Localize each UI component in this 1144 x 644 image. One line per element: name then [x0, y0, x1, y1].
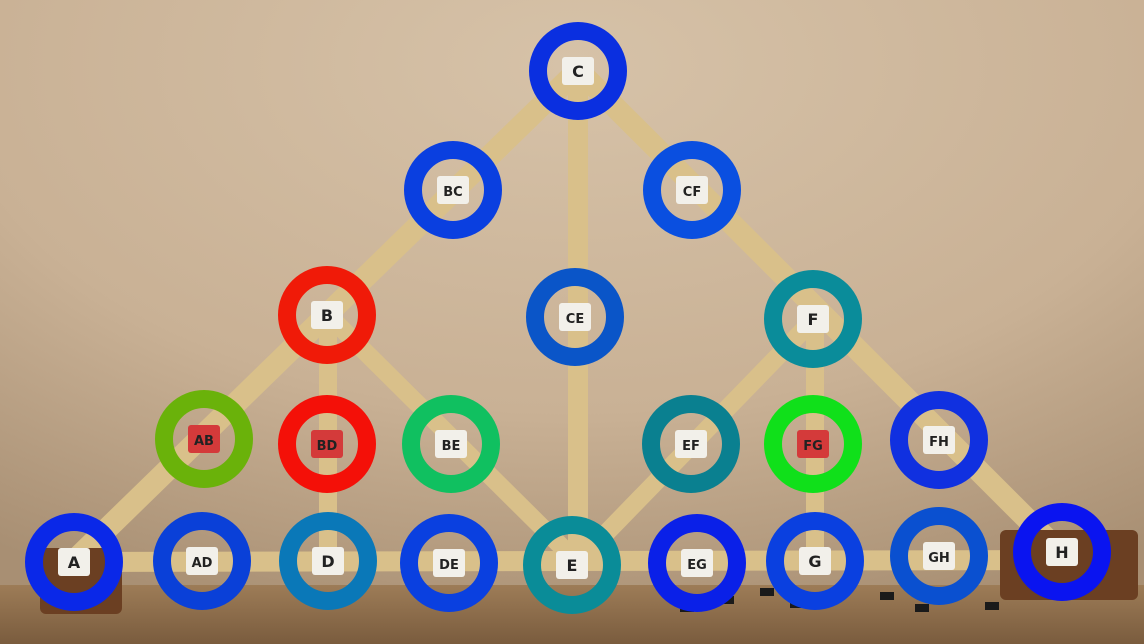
node-ring	[402, 395, 500, 493]
node-label: FH	[929, 435, 949, 450]
node-plate	[562, 57, 594, 85]
node-ring	[890, 507, 988, 605]
node-ring	[25, 513, 123, 611]
node-label: H	[1055, 543, 1068, 562]
node-label: C	[572, 62, 584, 81]
node-ab: AB	[155, 390, 253, 488]
node-label: AB	[194, 434, 214, 449]
node-label: G	[808, 552, 821, 571]
node-label: FG	[803, 439, 823, 454]
node-label: CE	[566, 312, 584, 327]
node-ring	[279, 512, 377, 610]
node-fg: FG	[764, 395, 862, 493]
node-d: D	[279, 512, 377, 610]
node-plate	[1046, 538, 1078, 566]
node-h: H	[1013, 503, 1111, 601]
node-cf: CF	[643, 141, 741, 239]
node-ring	[523, 516, 621, 614]
node-plate	[435, 430, 467, 458]
node-plate	[188, 425, 220, 453]
node-ring	[642, 395, 740, 493]
node-label: BE	[442, 439, 461, 454]
node-plate	[437, 176, 469, 204]
node-plate	[58, 548, 90, 576]
node-ring	[404, 141, 502, 239]
node-ring	[155, 390, 253, 488]
node-plate	[681, 549, 713, 577]
node-ring	[648, 514, 746, 612]
node-de: DE	[400, 514, 498, 612]
node-e: E	[523, 516, 621, 614]
node-plate	[676, 176, 708, 204]
node-ce: CE	[526, 268, 624, 366]
node-rings: C BC CF CE B F AB BD BE EF FG FH A AD D DE E EG G GH H	[25, 22, 1111, 614]
node-bd: BD	[278, 395, 376, 493]
node-label: A	[68, 553, 81, 572]
node-plate	[799, 547, 831, 575]
node-plate	[556, 551, 588, 579]
node-c: C	[529, 22, 627, 120]
node-be: BE	[402, 395, 500, 493]
node-ring	[153, 512, 251, 610]
node-label: EF	[682, 439, 700, 454]
node-eg: EG	[648, 514, 746, 612]
node-ring	[766, 512, 864, 610]
node-ring	[278, 395, 376, 493]
node-plate	[311, 301, 343, 329]
node-ring	[643, 141, 741, 239]
node-plate	[433, 549, 465, 577]
node-ring	[764, 270, 862, 368]
node-ring	[400, 514, 498, 612]
node-label: D	[321, 552, 334, 571]
node-label: DE	[439, 558, 459, 573]
node-plate	[923, 542, 955, 570]
node-label: BD	[317, 439, 338, 454]
node-label: GH	[928, 551, 950, 566]
node-plate	[797, 305, 829, 333]
node-label: AD	[192, 556, 213, 571]
node-plate	[923, 426, 955, 454]
node-bc: BC	[404, 141, 502, 239]
node-f: F	[764, 270, 862, 368]
node-plate	[311, 430, 343, 458]
node-label: BC	[443, 185, 462, 200]
node-ring	[890, 391, 988, 489]
node-ad: AD	[153, 512, 251, 610]
node-label: B	[321, 306, 333, 325]
node-label: E	[567, 556, 578, 575]
node-plate	[312, 547, 344, 575]
node-a: A	[25, 513, 123, 611]
node-label: F	[808, 310, 819, 329]
node-plate	[559, 303, 591, 331]
node-ring	[529, 22, 627, 120]
node-ring	[278, 266, 376, 364]
node-ring	[764, 395, 862, 493]
node-gh: GH	[890, 507, 988, 605]
node-ring	[526, 268, 624, 366]
node-ef: EF	[642, 395, 740, 493]
node-g: G	[766, 512, 864, 610]
node-plate	[797, 430, 829, 458]
node-b: B	[278, 266, 376, 364]
node-ring	[1013, 503, 1111, 601]
node-plate	[675, 430, 707, 458]
node-fh: FH	[890, 391, 988, 489]
node-plate	[186, 547, 218, 575]
node-label: EG	[687, 558, 707, 573]
node-label: CF	[683, 185, 701, 200]
